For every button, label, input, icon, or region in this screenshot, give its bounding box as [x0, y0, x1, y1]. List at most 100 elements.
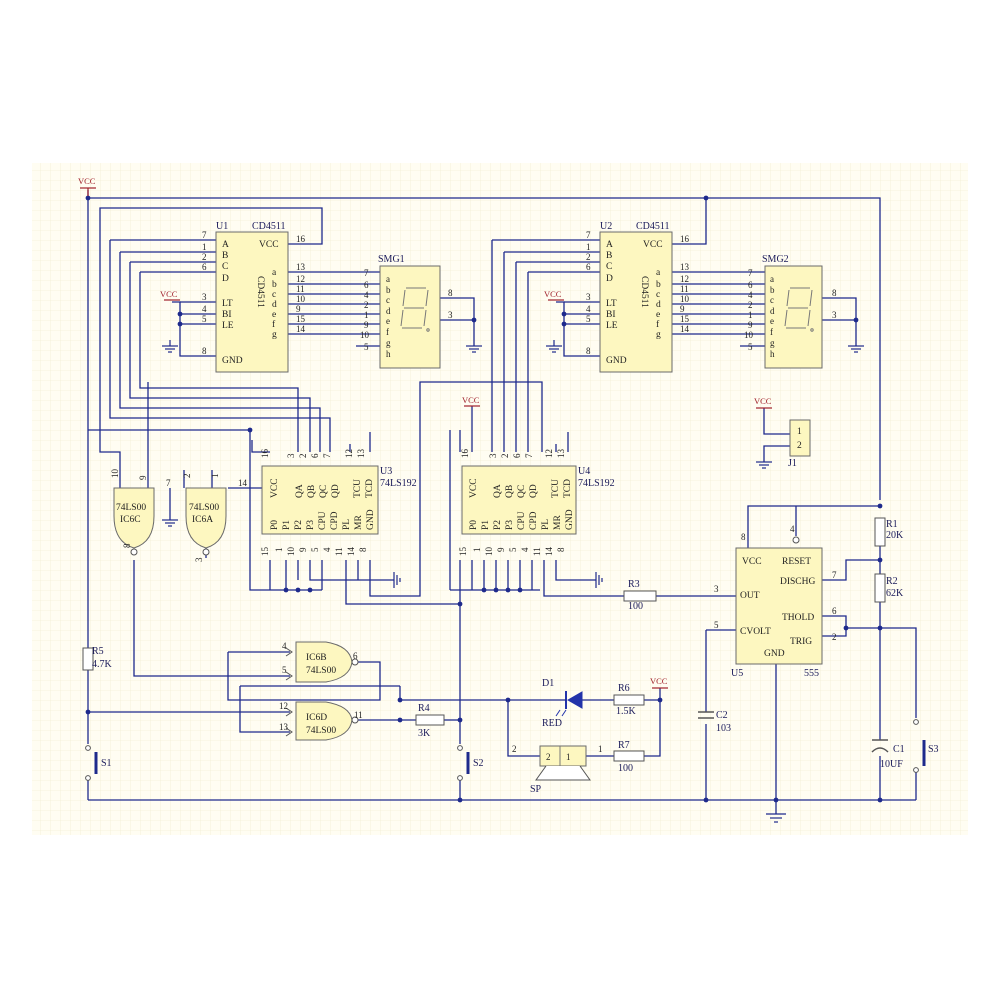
smg1-display: SMG1 a b c d e f g h 7 6 4 2 1 9 10 5 8 — [360, 254, 453, 369]
pin-name: f — [770, 327, 773, 337]
s2-pushbutton: S2 — [457, 745, 484, 781]
pin-lt: LT — [606, 299, 617, 309]
d1-value: RED — [542, 718, 562, 729]
pin-cpu: CPU — [318, 511, 328, 530]
pin-num: 5 — [586, 314, 591, 324]
pin-num: 5 — [748, 342, 753, 352]
pin-seg-b: b — [272, 280, 277, 290]
pin-num: 4 — [586, 304, 591, 314]
light-rays-icon — [555, 709, 567, 717]
pin-cpu: CPU — [517, 511, 527, 530]
vcc-symbol-u2: VCC — [544, 289, 564, 301]
pin-num: 14 — [544, 547, 554, 557]
u5-555-timer: U5 555 VCC OUT CVOLT RESET DISCHG THOLD … — [714, 524, 837, 679]
pin-num: 16 — [460, 449, 470, 459]
pin-le: LE — [222, 321, 234, 331]
junction-dots — [85, 195, 883, 803]
pin-gnd: GND — [222, 356, 243, 366]
ground-icon — [756, 461, 772, 469]
u1-cd4511: U1 CD4511 CD4511 VCC 16 A B C D LT BI LE… — [202, 221, 306, 373]
pin-qd: QD — [331, 484, 341, 498]
ic6a-part: 74LS00 — [189, 503, 219, 513]
pin-num: 12 — [279, 701, 288, 711]
ic6d-part: 74LS00 — [306, 726, 336, 736]
r1-value: 20K — [886, 530, 904, 541]
pin-name: a — [386, 274, 390, 284]
pin-gnd: GND — [565, 509, 575, 530]
vcc-label: VCC — [650, 676, 668, 686]
r1-ref: R1 — [886, 519, 898, 530]
j1-header: 1 2 J1 — [788, 419, 811, 469]
pin-num: 6 — [310, 453, 320, 458]
s3-ref: S3 — [928, 744, 939, 755]
pin-seg-a: a — [272, 268, 277, 278]
pin-num: 8 — [741, 532, 746, 542]
r2-value: 62K — [886, 588, 904, 599]
pin-num: 1 — [586, 242, 591, 252]
pin-qc: QC — [319, 485, 329, 498]
s2-ref: S2 — [473, 758, 484, 769]
pin-num: 4 — [282, 641, 287, 651]
pin-num: 13 — [556, 449, 566, 459]
pin-tcu: TCU — [551, 479, 561, 498]
pin-num: 2 — [797, 441, 802, 451]
pin-num: 15 — [296, 314, 306, 324]
pin-num: 6 — [748, 280, 753, 290]
pin-num: 10 — [484, 547, 494, 557]
pin-num: 1 — [274, 548, 284, 553]
pin-seg-e: e — [272, 310, 276, 320]
r1-resistor: R1 20K — [874, 517, 904, 547]
pin-num: 2 — [586, 252, 591, 262]
pin-num: 9 — [296, 304, 301, 314]
r3-resistor: R3 100 — [623, 579, 657, 612]
pin-num: 8 — [586, 346, 591, 356]
r4-ref: R4 — [418, 703, 430, 714]
pin-num: 5 — [508, 547, 518, 552]
ic6b-ref: IC6B — [306, 653, 327, 663]
pin-seg-a: a — [656, 268, 661, 278]
pin-num: 13 — [680, 262, 690, 272]
ground-icon — [466, 345, 482, 353]
s1-ref: S1 — [101, 758, 112, 769]
pin-p2: P2 — [294, 520, 304, 530]
pin-name: d — [386, 306, 391, 316]
pin-num: 9 — [496, 547, 506, 552]
ic6d-nand-gate: IC6D 74LS00 12 13 11 — [279, 701, 363, 741]
pin-cpd: CPD — [330, 511, 340, 530]
u4-ref: U4 — [578, 466, 590, 477]
pin-num: 3 — [488, 453, 498, 458]
pin-num: 2 — [202, 252, 207, 262]
u3-bottom-pin-names: P0 P1 P2 P3 CPU CPD PL MR GND — [270, 509, 376, 530]
vcc-label: VCC — [78, 176, 96, 186]
vcc-label: VCC — [160, 289, 178, 299]
pin-num: 1 — [364, 310, 369, 320]
pin-name: b — [386, 285, 391, 295]
pin-tcu: TCU — [353, 479, 363, 498]
pin-num: 11 — [296, 284, 305, 294]
u3-ref: U3 — [380, 466, 392, 477]
pin-b: B — [222, 251, 228, 261]
pin-name: b — [770, 285, 775, 295]
u1-left-pin-nums: 7 1 2 6 3 4 5 8 — [202, 230, 207, 356]
pin-num: 8 — [358, 547, 368, 552]
s1-pushbutton: S1 — [85, 745, 112, 781]
c1-ref: C1 — [893, 744, 905, 755]
pin-qc: QC — [517, 485, 527, 498]
u2-ref: U2 — [600, 221, 612, 232]
pin-num: 5 — [202, 314, 207, 324]
pin-num: 9 — [364, 320, 369, 330]
ground-icon — [162, 340, 178, 353]
pin-num: 11 — [354, 710, 363, 720]
pin-num: 15 — [260, 547, 270, 557]
r4-resistor: R4 3K — [415, 703, 445, 739]
r5-resistor: R5 4.7K — [82, 646, 113, 671]
pin-seg-f: f — [656, 319, 660, 330]
ground-icon — [162, 519, 178, 527]
r3-ref: R3 — [628, 579, 640, 590]
pin-num: 7 — [202, 230, 207, 240]
pin-num: 9 — [748, 320, 753, 330]
pin-p0: P0 — [270, 520, 280, 530]
smg2-pin-names: a b c d e f g h — [770, 274, 775, 359]
pin-num: 3 — [286, 453, 296, 458]
